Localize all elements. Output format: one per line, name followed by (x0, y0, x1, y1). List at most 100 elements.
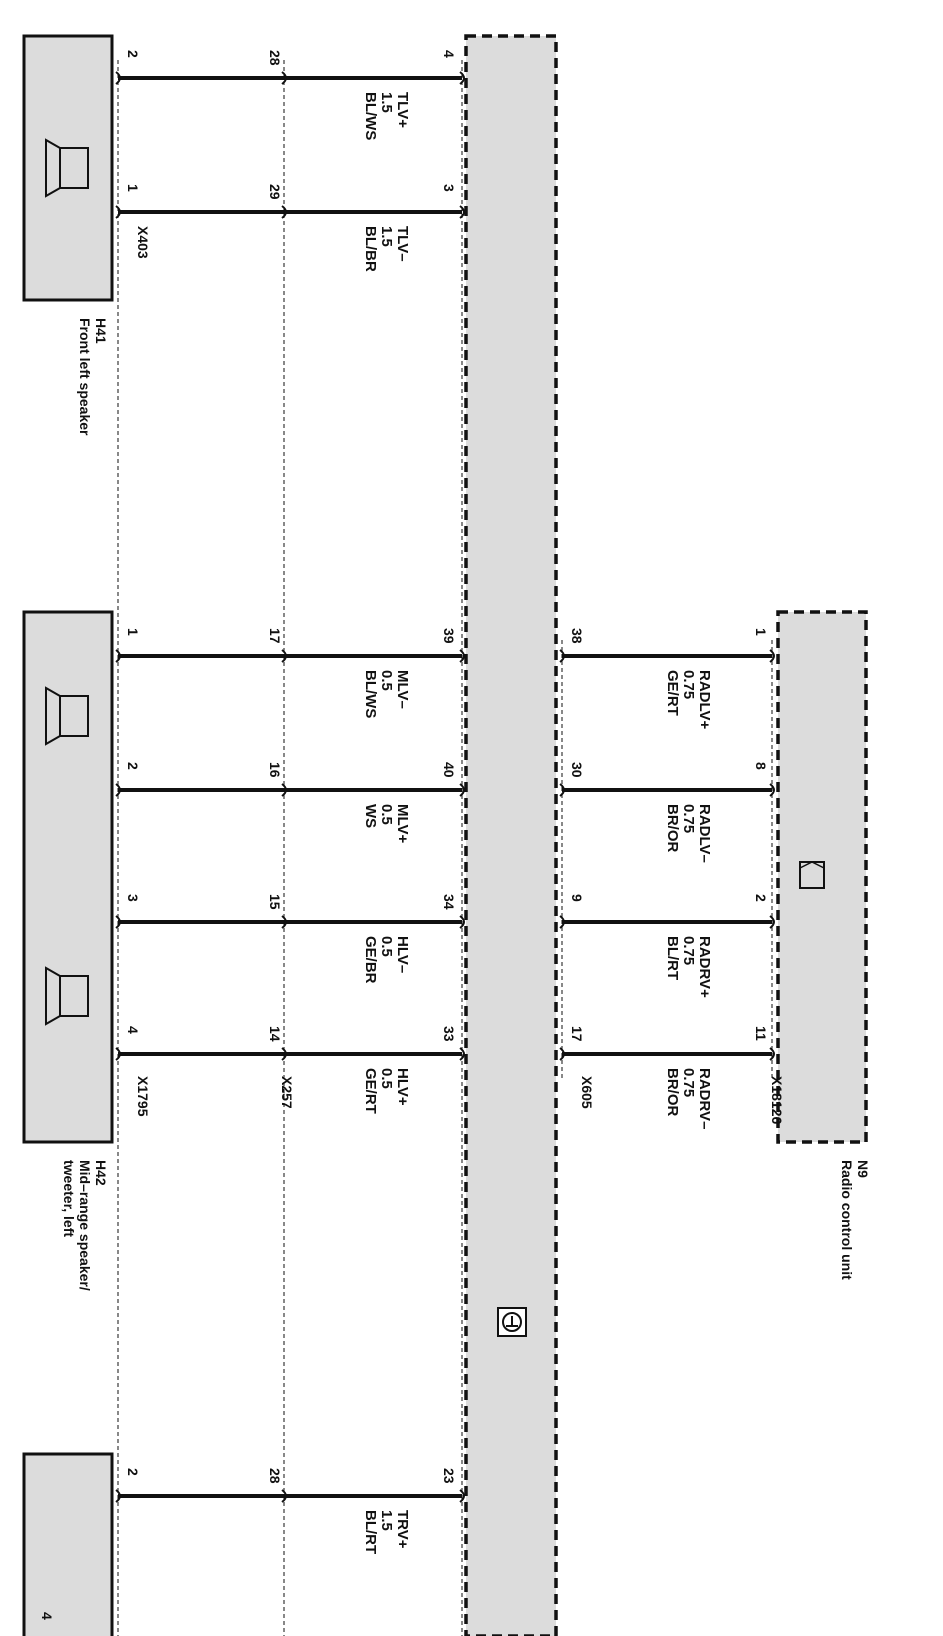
pin-label: 3 (441, 184, 457, 192)
pin-label: 40 (441, 762, 457, 778)
connector-pin-marker (281, 1047, 287, 1061)
wire-color-label: BL/WS (362, 92, 379, 140)
h41-name: Front left speaker (77, 318, 93, 436)
h42-id: H42 (93, 1160, 109, 1186)
pin-label: 34 (441, 894, 457, 910)
wire-gauge-label: 0.75 (680, 804, 697, 833)
connector-pin-marker (115, 915, 121, 929)
connector-pin-marker (559, 915, 565, 929)
connector-pin-marker (281, 783, 287, 797)
pin-label: 17 (267, 628, 283, 644)
pin-label: 17 (569, 1026, 585, 1042)
pin-label: 28 (267, 1468, 283, 1484)
connector-pin-marker (115, 783, 121, 797)
speaker-h42-box (22, 610, 114, 1144)
pin-label: 3 (125, 894, 141, 902)
speaker-icon (45, 686, 89, 746)
pin-label: 16 (267, 762, 283, 778)
radio-n9-box (776, 610, 868, 1144)
x605-connector: X605 (579, 1076, 595, 1109)
x257-connector: X257 (279, 1076, 295, 1109)
connector-pin-marker (115, 205, 121, 219)
pin-label: 33 (441, 1026, 457, 1042)
connector-pin-marker (115, 649, 121, 663)
connector-pin-marker (459, 71, 465, 85)
wire-signal-label: HLV+ (394, 1068, 411, 1106)
connector-pin-marker (459, 1047, 465, 1061)
wire-color-label: GE/RT (664, 670, 681, 716)
pin-label: 28 (267, 50, 283, 66)
wire-signal-label: MLV+ (394, 804, 411, 844)
pin-label: 1 (753, 628, 769, 636)
pin-label: 9 (569, 894, 585, 902)
wire-gauge-label: 1.5 (378, 1510, 395, 1531)
wire-color-label: BL/RT (664, 936, 681, 980)
wire-signal-label: HLV– (394, 936, 411, 973)
connector-pin-marker (559, 783, 565, 797)
pin-label: 39 (441, 628, 457, 644)
wire-color-label: BL/BR (362, 226, 379, 272)
wire-color-label: WS (362, 804, 379, 828)
h41-connector: X403 (135, 226, 151, 259)
connector-pin-marker (459, 1489, 465, 1503)
wire-gauge-label: 0.5 (378, 936, 395, 957)
h42-name-line2: tweeter, left (61, 1160, 77, 1237)
wire-color-label: BL/WS (362, 670, 379, 718)
wire-signal-label: TLV– (394, 226, 411, 262)
connector-pin-marker (281, 205, 287, 219)
pin-label: 2 (753, 894, 769, 902)
wire-signal-label: MLV– (394, 670, 411, 709)
wire-signal-label: TLV+ (394, 92, 411, 128)
wire-color-label: BR/OR (664, 804, 681, 853)
wire-signal-label: RADLV– (696, 804, 713, 863)
wire-gauge-label: 0.5 (378, 1068, 395, 1089)
connector-pin-marker (459, 649, 465, 663)
bottom-speaker-pin: 4 (39, 1612, 55, 1620)
radio-icon (799, 861, 825, 889)
connector-pin-marker (559, 649, 565, 663)
connector-pin-marker (559, 1047, 565, 1061)
wire-gauge-label: 0.75 (680, 936, 697, 965)
connector-pin-marker (459, 915, 465, 929)
connector-pin-marker (769, 915, 775, 929)
wire-gauge-label: 1.5 (378, 226, 395, 247)
speaker-bottom-box (22, 1452, 114, 1636)
pin-label: 2 (125, 762, 141, 770)
wire-color-label: BL/RT (362, 1510, 379, 1554)
wire-signal-label: TRV+ (394, 1510, 411, 1549)
connector-pin-marker (769, 649, 775, 663)
harness-bus-block (464, 34, 558, 1636)
pin-label: 11 (753, 1026, 769, 1041)
h42-name-line1: Mid–range speaker/ (77, 1160, 93, 1291)
pin-label: 4 (441, 50, 457, 58)
pin-label: 30 (569, 762, 585, 778)
connector-pin-marker (281, 649, 287, 663)
n9-id: N9 (855, 1160, 871, 1178)
connector-pin-marker (769, 783, 775, 797)
pin-label: 4 (125, 1026, 141, 1034)
connector-pin-marker (115, 71, 121, 85)
n9-connector: X18126 (769, 1076, 785, 1124)
connector-pin-marker (115, 1489, 121, 1503)
wire-color-label: BR/OR (664, 1068, 681, 1117)
connector-pin-marker (281, 71, 287, 85)
connector-pin-marker (769, 1047, 775, 1061)
wire-gauge-label: 0.5 (378, 670, 395, 691)
pin-label: 2 (125, 50, 141, 58)
pin-label: 15 (267, 894, 283, 910)
wire-signal-label: RADRV– (696, 1068, 713, 1129)
wire-color-label: GE/RT (362, 1068, 379, 1114)
n9-name: Radio control unit (839, 1160, 855, 1280)
pin-label: 8 (753, 762, 769, 770)
h41-id: H41 (93, 318, 109, 344)
pin-label: 1 (125, 628, 141, 636)
pin-label: 23 (441, 1468, 457, 1484)
wire-gauge-label: 0.75 (680, 670, 697, 699)
pin-label: 2 (125, 1468, 141, 1476)
connector-pin-marker (115, 1047, 121, 1061)
speaker-icon (45, 966, 89, 1026)
connector-pin-marker (459, 783, 465, 797)
wire-gauge-label: 1.5 (378, 92, 395, 113)
